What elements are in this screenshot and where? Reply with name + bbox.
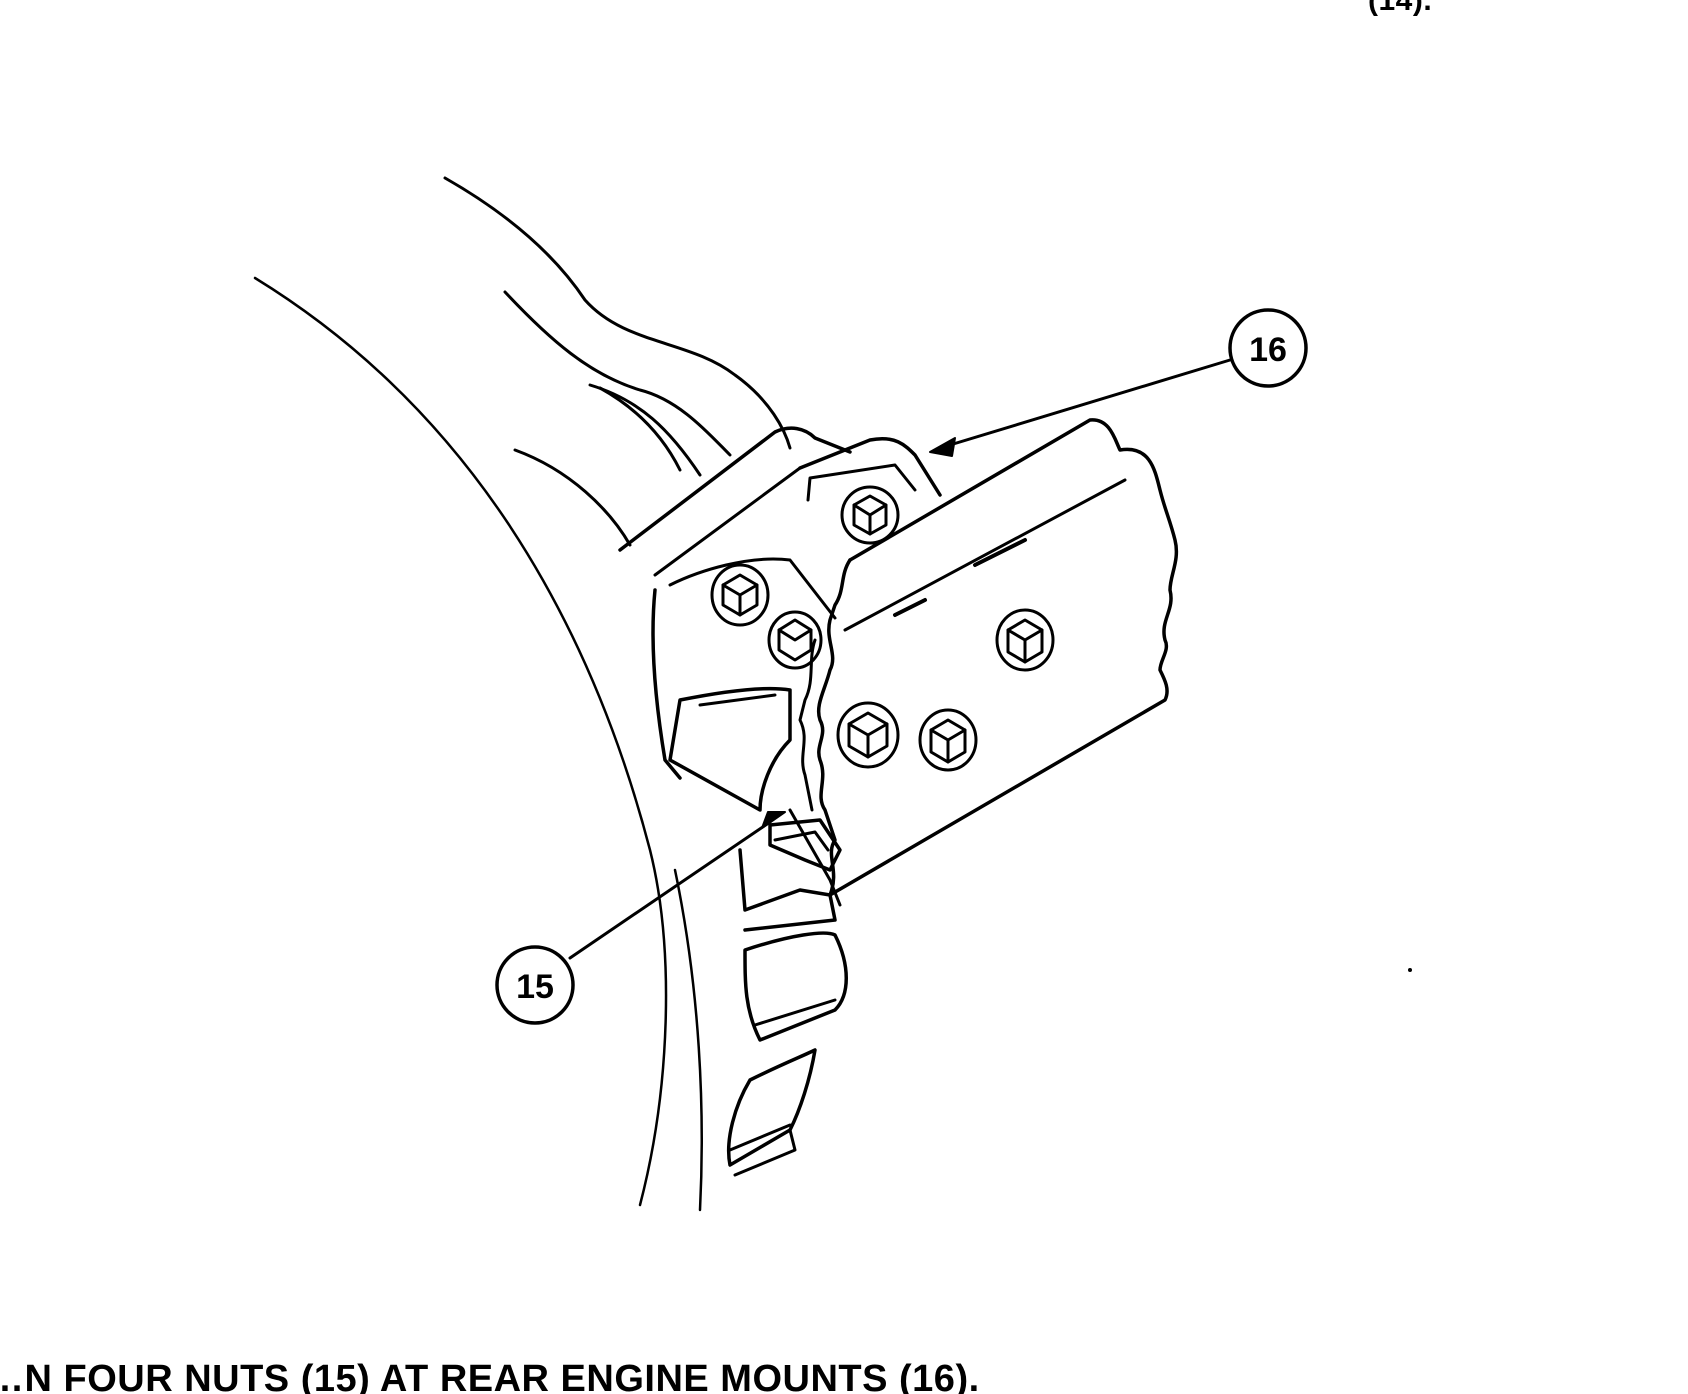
bolt-bracket-left	[710, 563, 770, 627]
engine-contour-5	[513, 448, 632, 547]
engine-contour-3	[588, 383, 702, 477]
leader-arrowhead-15	[761, 811, 786, 829]
callout-circle-16	[1228, 308, 1308, 388]
callout-label-16: 16	[1249, 331, 1287, 369]
bracket-pocket-inner	[698, 693, 777, 707]
housing-slot-2-inner	[753, 998, 837, 1027]
bolt-upper-right	[995, 608, 1055, 672]
callout-label-15: 15	[516, 968, 554, 1006]
leader-line-15	[568, 820, 772, 960]
bracket-front-left	[651, 588, 682, 780]
lower-clip-inner	[773, 830, 830, 852]
nut-bracket-center	[767, 610, 823, 670]
housing-slot-3-inner	[728, 1123, 792, 1152]
instruction-caption: …N FOUR NUTS (15) AT REAR ENGINE MOUNTS …	[0, 1358, 980, 1394]
bracket-front-face	[668, 557, 837, 620]
bracket-upper-plate-inner	[806, 463, 917, 502]
lower-clip	[768, 818, 842, 872]
engine-contour-2	[503, 290, 732, 457]
bolt-bracket-top	[840, 485, 900, 545]
plate-jagged-edge-inner	[798, 638, 817, 812]
mount-plate-dash-1	[893, 598, 927, 617]
mount-plate-outline	[828, 418, 1179, 897]
housing-outer-curve	[253, 276, 668, 1207]
reference-text: (14).	[1368, 0, 1433, 17]
housing-slot-3	[726, 1048, 817, 1167]
engine-contour-1	[443, 176, 792, 450]
bracket-top	[618, 426, 852, 552]
bracket-upper-plate	[798, 437, 942, 497]
mount-plate-top-line	[843, 478, 1127, 632]
bolt-lower-middle	[918, 708, 978, 772]
housing-inner-curve	[673, 868, 703, 1212]
leader-arrowhead-16	[929, 437, 956, 457]
bracket-pocket	[668, 686, 792, 812]
engine-contour-4	[598, 386, 682, 472]
housing-slot-2	[743, 931, 848, 1042]
housing-slot-3-tab	[733, 1128, 797, 1177]
bracket-top-2	[653, 466, 802, 577]
callout-circle-15	[495, 945, 575, 1025]
mount-plate-dash-2	[973, 538, 1027, 567]
bolt-lower-left	[836, 701, 900, 769]
bracket-leg	[788, 808, 842, 907]
stray-dot	[1408, 968, 1412, 972]
leader-line-16	[938, 358, 1232, 450]
housing-slot-1	[738, 848, 837, 932]
